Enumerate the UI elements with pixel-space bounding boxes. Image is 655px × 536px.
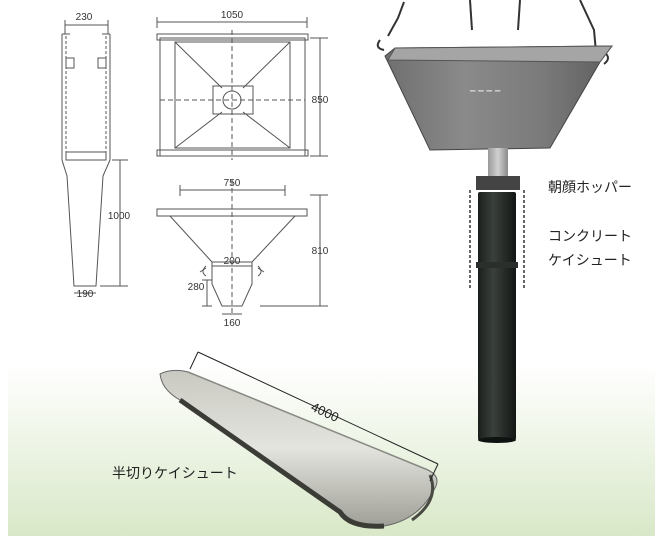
plan-depth-label: 850 [312, 95, 329, 106]
section-height-label: 810 [312, 246, 329, 257]
plan-width-label: 1050 [221, 10, 244, 21]
side-height-label: 1000 [108, 211, 131, 222]
hopper-photo: ━ ━ ━ ━ [376, 0, 614, 443]
side-top-width-label: 230 [76, 12, 93, 23]
outlet-height-label: 280 [188, 282, 205, 293]
concrete-chute-label-line2: ケイシュート [548, 253, 632, 269]
chute-length-dimension-line [189, 351, 439, 482]
section-top-width-label: 750 [224, 178, 241, 189]
hopper-label: 朝顔ホッパー [548, 180, 632, 196]
outlet-width-label: 200 [224, 256, 241, 267]
side-bottom-width-label: 190 [77, 289, 94, 300]
half-chute-photo [159, 369, 438, 529]
hanging-chains [376, 0, 609, 65]
outlet-bottom-label: 160 [224, 318, 241, 329]
tube-chains [469, 190, 525, 290]
svg-text:━ ━ ━ ━: ━ ━ ━ ━ [469, 87, 501, 97]
plan-view-drawing [156, 17, 328, 160]
half-chute-label: 半切りケイシュート [112, 466, 238, 482]
side-view-drawing [61, 20, 128, 294]
section-view-drawing [156, 180, 328, 316]
concrete-chute-label-line1: コンクリート [548, 229, 632, 245]
